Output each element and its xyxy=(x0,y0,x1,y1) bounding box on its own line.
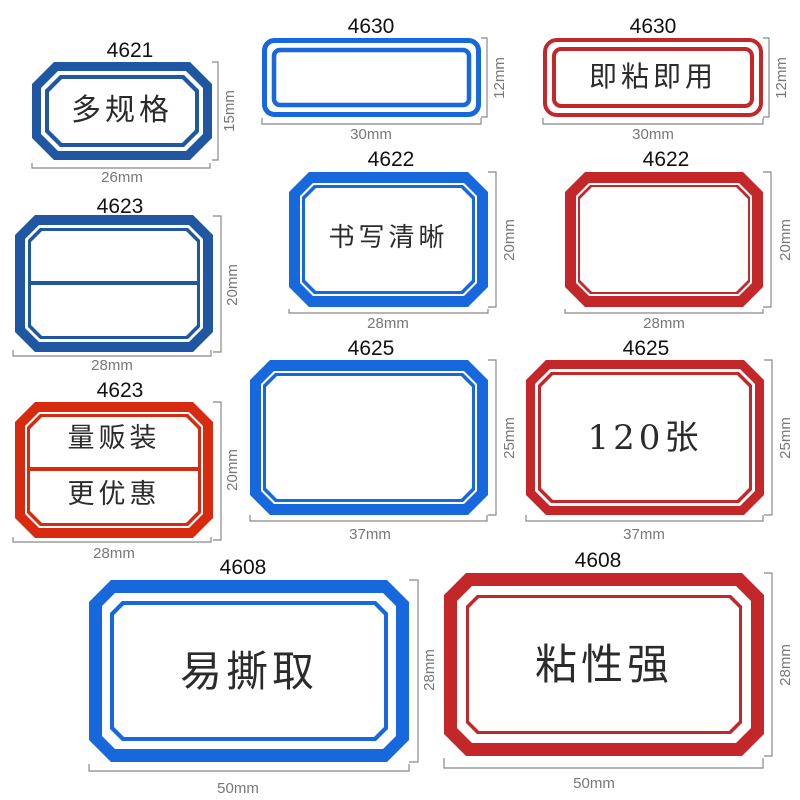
octagon-label-shape-icon xyxy=(15,215,213,352)
octagon-label-shape-icon xyxy=(289,172,488,307)
width-dimension: 28mm xyxy=(93,545,135,562)
label-4622-blue: 书写清晰 xyxy=(289,172,488,307)
width-dimension: 30mm xyxy=(350,126,392,143)
label-text: 多规格 xyxy=(71,93,173,128)
label-code-4625: 4625 xyxy=(622,337,670,360)
label-code-4621: 4621 xyxy=(106,39,154,62)
width-dimension: 28mm xyxy=(91,357,133,374)
height-dimension: 28mm xyxy=(777,644,794,686)
octagon-label-shape-icon xyxy=(250,360,488,515)
label-code-4623: 4623 xyxy=(96,379,144,402)
label-4623-red: 量贩装 更优惠 xyxy=(15,402,213,538)
height-dimension: 15mm xyxy=(221,90,238,132)
octagon-label-shape-icon xyxy=(15,402,213,538)
width-dimension: 50mm xyxy=(217,780,259,797)
label-text-top: 量贩装 xyxy=(67,423,161,454)
height-dimension: 20mm xyxy=(501,219,518,261)
width-dimension: 28mm xyxy=(367,315,409,332)
octagon-label-shape-icon xyxy=(444,573,764,756)
width-dimension: 37mm xyxy=(623,526,665,543)
octagon-label-shape-icon xyxy=(526,360,764,515)
label-4623-dark-blue xyxy=(15,215,213,352)
label-code-4622: 4622 xyxy=(367,148,415,171)
label-4630-red: 即粘即用 xyxy=(543,38,763,117)
label-code-4625: 4625 xyxy=(347,337,395,360)
label-4622-red xyxy=(565,172,763,307)
octagon-label-shape-icon xyxy=(89,580,409,762)
label-code-4608: 4608 xyxy=(574,549,622,572)
label-4608-red: 粘性强 xyxy=(444,573,764,756)
label-code-4630: 4630 xyxy=(347,15,395,38)
width-dimension: 50mm xyxy=(573,775,615,792)
height-dimension: 25mm xyxy=(777,417,794,459)
label-code-4623: 4623 xyxy=(96,195,144,218)
label-4625-red: 120张 xyxy=(526,360,764,515)
label-text: 书写清晰 xyxy=(328,223,449,253)
label-code-4622: 4622 xyxy=(642,148,690,171)
height-dimension: 20mm xyxy=(224,449,241,491)
octagon-label-shape-icon xyxy=(565,172,763,307)
label-4630-blue xyxy=(262,38,481,117)
label-text: 粘性强 xyxy=(534,640,673,689)
label-text: 即粘即用 xyxy=(588,60,717,93)
label-text: 易撕取 xyxy=(179,647,318,696)
width-dimension: 26mm xyxy=(101,169,143,186)
height-dimension: 20mm xyxy=(224,264,241,306)
height-dimension: 12mm xyxy=(491,57,508,99)
height-dimension: 20mm xyxy=(777,219,794,261)
label-text-bottom: 更优惠 xyxy=(67,479,161,510)
height-dimension: 28mm xyxy=(421,649,438,691)
width-dimension: 37mm xyxy=(349,526,391,543)
label-4608-blue: 易撕取 xyxy=(89,580,409,762)
label-4625-blue xyxy=(250,360,488,515)
label-code-4630: 4630 xyxy=(629,15,677,38)
width-dimension: 28mm xyxy=(643,315,685,332)
rounded-label-shape-icon xyxy=(262,38,481,117)
height-dimension: 25mm xyxy=(501,417,518,459)
label-4621-dark-blue: 多规格 xyxy=(32,62,212,160)
width-dimension: 30mm xyxy=(632,126,674,143)
rounded-label-shape-icon xyxy=(543,38,763,117)
height-dimension: 12mm xyxy=(773,57,790,99)
label-text: 120张 xyxy=(587,418,703,458)
octagon-label-shape-icon xyxy=(32,62,212,160)
label-code-4608: 4608 xyxy=(219,556,267,579)
